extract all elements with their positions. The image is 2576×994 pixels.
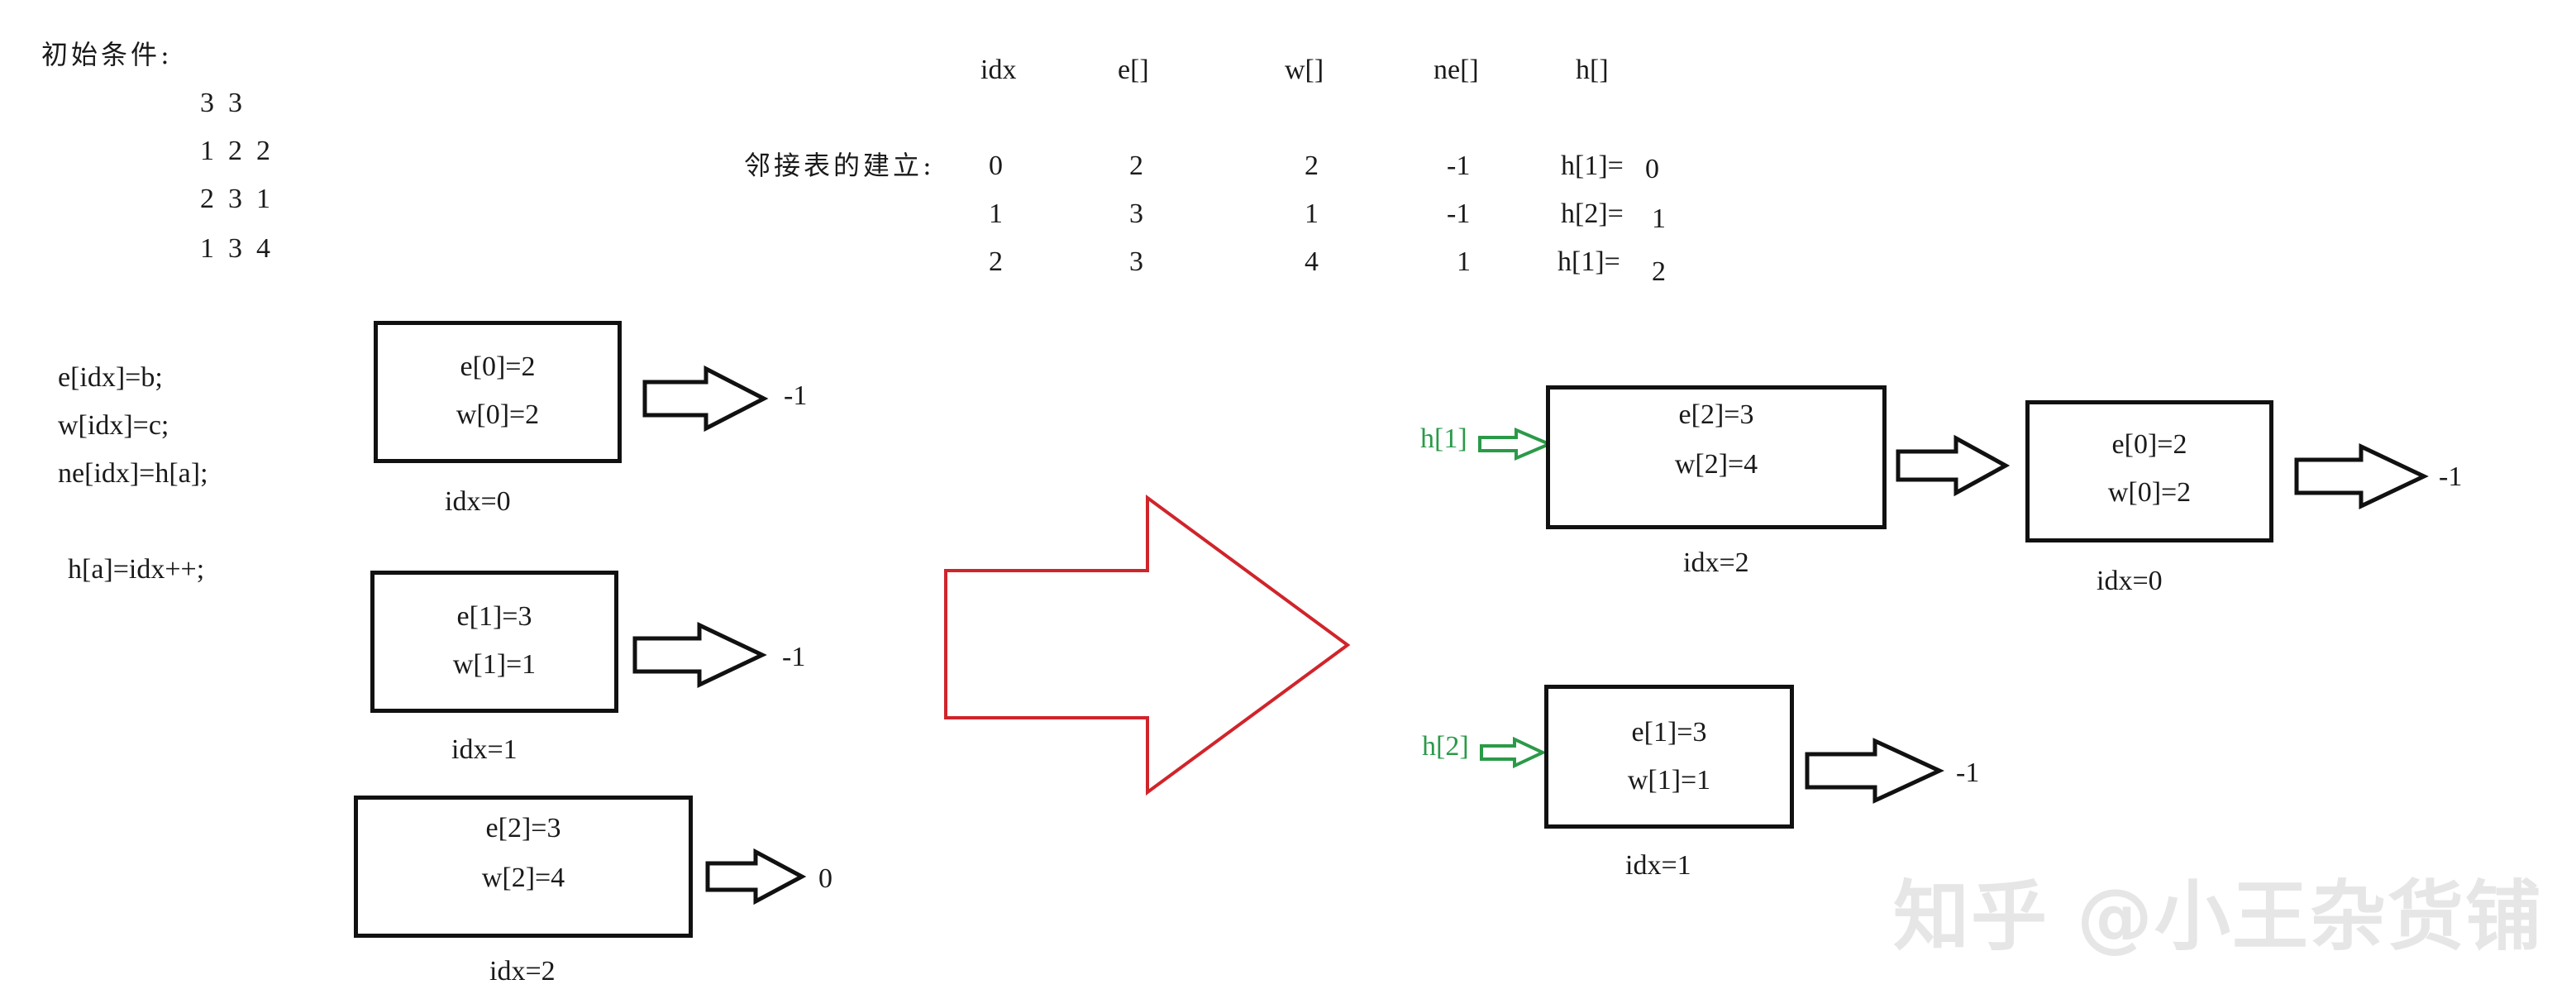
node-e: e[1]=3: [1631, 717, 1707, 748]
node-w: w[1]=1: [452, 649, 537, 680]
initial-line: 1 2 2: [200, 136, 270, 166]
node-box: e[2]=3 w[2]=4: [354, 796, 693, 938]
right-arrow-icon: [632, 622, 767, 688]
table-cell: 3: [1129, 198, 1143, 229]
table-header-ne: ne[]: [1433, 55, 1479, 85]
table-cell: 0: [1645, 154, 1659, 184]
node-idx: idx=0: [445, 486, 511, 517]
end-pointer: -1: [1956, 757, 1980, 788]
table-cell: -1: [1447, 198, 1471, 229]
table-cell: h[1]=: [1561, 151, 1624, 181]
table-cell: 4: [1305, 246, 1319, 277]
next-pointer: -1: [784, 380, 808, 411]
right-arrow-icon: [642, 365, 769, 432]
table-cell: 2: [989, 246, 1003, 277]
end-pointer: -1: [2439, 461, 2463, 492]
initial-line: 3 3: [200, 88, 242, 118]
watermark: 知乎 @小王杂货铺: [1893, 872, 2544, 961]
table-cell: h[2]=: [1561, 198, 1624, 229]
initial-title: 初始条件:: [41, 39, 173, 70]
table-cell: 1: [1457, 246, 1471, 277]
head-label: h[2]: [1422, 731, 1469, 762]
node-box: e[0]=2 w[0]=2: [2025, 400, 2273, 542]
node-idx: idx=2: [489, 956, 556, 987]
table-cell: -1: [1447, 151, 1471, 181]
next-pointer: 0: [818, 863, 832, 894]
initial-line: 2 3 1: [200, 184, 270, 214]
table-cell: 1: [989, 198, 1003, 229]
node-idx: idx=2: [1683, 547, 1749, 578]
next-pointer: -1: [782, 642, 806, 672]
table-cell: 2: [1652, 256, 1666, 287]
node-w: w[0]=2: [2107, 477, 2192, 508]
head-label: h[1]: [1420, 423, 1467, 454]
node-box: e[1]=3 w[1]=1: [370, 571, 618, 713]
code-line: h[a]=idx++;: [68, 554, 205, 585]
table-cell: 1: [1652, 203, 1666, 234]
code-line: e[idx]=b;: [58, 362, 163, 393]
node-idx: idx=0: [2097, 566, 2163, 596]
table-label: 邻接表的建立:: [744, 150, 935, 181]
table-header-h: h[]: [1576, 55, 1609, 85]
green-arrow-icon: [1480, 736, 1547, 769]
initial-line: 1 3 4: [200, 233, 270, 264]
node-box: e[0]=2 w[0]=2: [374, 321, 622, 463]
code-line: ne[idx]=h[a];: [58, 458, 208, 489]
table-header-w: w[]: [1285, 55, 1324, 85]
table-cell: 2: [1305, 151, 1319, 181]
right-arrow-icon: [705, 848, 807, 906]
node-e: e[2]=3: [1678, 399, 1754, 430]
big-red-arrow-icon: [944, 495, 1351, 796]
node-w: w[2]=4: [1674, 449, 1758, 480]
node-e: e[1]=3: [456, 601, 532, 632]
table-cell: h[1]=: [1558, 246, 1620, 277]
node-w: w[2]=4: [481, 863, 565, 893]
node-idx: idx=1: [1625, 850, 1691, 881]
node-idx: idx=1: [451, 734, 518, 765]
green-arrow-icon: [1478, 427, 1554, 461]
node-box: e[1]=3 w[1]=1: [1544, 685, 1794, 829]
table-header-e: e[]: [1118, 55, 1149, 85]
table-cell: 2: [1129, 151, 1143, 181]
node-w: w[0]=2: [456, 399, 540, 430]
node-e: e[2]=3: [485, 813, 561, 843]
table-cell: 3: [1129, 246, 1143, 277]
table-header-idx: idx: [980, 55, 1017, 85]
table-cell: 0: [989, 151, 1003, 181]
code-line: w[idx]=c;: [58, 410, 169, 441]
node-e: e[0]=2: [2111, 429, 2187, 460]
node-w: w[1]=1: [1627, 765, 1711, 796]
right-arrow-icon: [2294, 443, 2429, 509]
right-arrow-icon: [1805, 738, 1944, 804]
node-box: e[2]=3 w[2]=4: [1546, 385, 1887, 529]
node-e: e[0]=2: [460, 351, 536, 382]
right-arrow-icon: [1896, 434, 2011, 497]
table-cell: 1: [1305, 198, 1319, 229]
